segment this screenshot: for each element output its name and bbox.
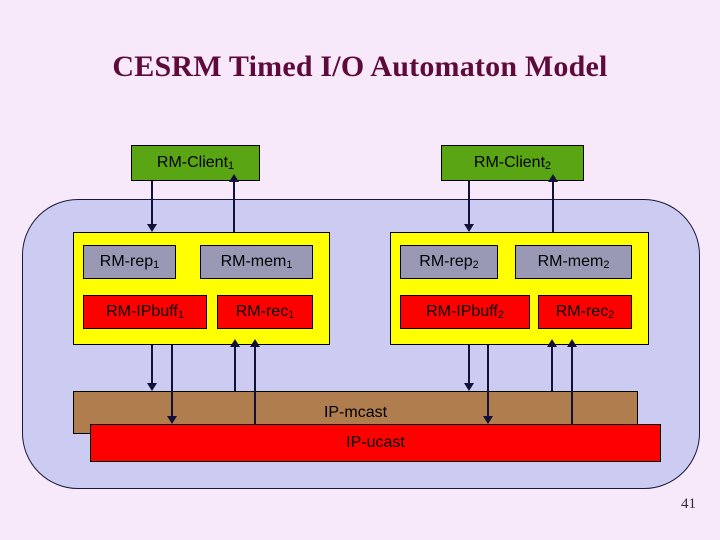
- arrowhead-down-icon: [483, 416, 493, 424]
- arrowhead-up-icon: [230, 339, 240, 347]
- arrow-module2-to-ipucast: [483, 345, 493, 424]
- arrow-ipmcast-to-module2: [547, 339, 557, 391]
- arrow-client2-to-module2: [464, 181, 474, 232]
- page-title: CESRM Timed I/O Automaton Model: [112, 50, 608, 83]
- component-label: RM-rep: [99, 253, 154, 270]
- component-label: RM-rec: [235, 303, 289, 320]
- component-subscript: 1: [286, 259, 293, 272]
- component-subscript: 1: [177, 309, 184, 322]
- arrowhead-up-icon: [250, 339, 260, 347]
- arrow-client1-to-module1: [147, 181, 157, 232]
- arrow-module2-to-client2: [548, 174, 558, 232]
- component-label: RM-rec: [555, 303, 609, 320]
- component-subscript: 2: [497, 309, 504, 322]
- component-label: RM-rep: [419, 253, 473, 270]
- arrow-ipmcast-to-module1: [230, 339, 240, 391]
- arrowhead-up-icon: [567, 339, 577, 347]
- component-subscript: 1: [288, 309, 295, 322]
- arrowhead-down-icon: [464, 383, 474, 391]
- client-1-label: RM-Client: [156, 154, 229, 171]
- component-subscript: 1: [153, 259, 160, 272]
- arrowhead-up-icon: [547, 339, 557, 347]
- component-subscript: 2: [603, 259, 610, 272]
- component-label: RM-mem: [537, 253, 604, 270]
- ip-ucast-label: IP-ucast: [346, 434, 405, 451]
- arrowhead-down-icon: [147, 224, 157, 232]
- component-label: RM-IPbuff: [106, 303, 178, 320]
- arrow-ipucast-to-module1: [250, 339, 260, 424]
- component-label: RM-mem: [220, 253, 287, 270]
- page-number: 41: [681, 496, 696, 512]
- arrow-module2-to-ipmcast: [464, 345, 474, 391]
- arrowhead-down-icon: [167, 416, 177, 424]
- ip-mcast-label: IP-mcast: [323, 403, 388, 421]
- component-subscript: 2: [608, 309, 615, 322]
- arrowhead-up-icon: [229, 174, 239, 182]
- arrow-module1-to-client1: [229, 174, 239, 232]
- network-layer-ip-ucast[interactable]: IP-ucast: [90, 424, 661, 462]
- arrow-module1-to-ipucast: [167, 345, 177, 424]
- arrowhead-up-icon: [548, 174, 558, 182]
- client-2-label: RM-Client: [473, 154, 546, 171]
- component-label: RM-IPbuff: [426, 303, 498, 320]
- arrow-module1-to-ipmcast: [147, 345, 157, 391]
- arrowhead-down-icon: [147, 383, 157, 391]
- arrow-ipucast-to-module2: [567, 339, 577, 424]
- arrowhead-down-icon: [464, 224, 474, 232]
- client-2-subscript: 2: [545, 160, 552, 173]
- component-subscript: 2: [472, 259, 479, 272]
- client-1-subscript: 1: [228, 160, 235, 173]
